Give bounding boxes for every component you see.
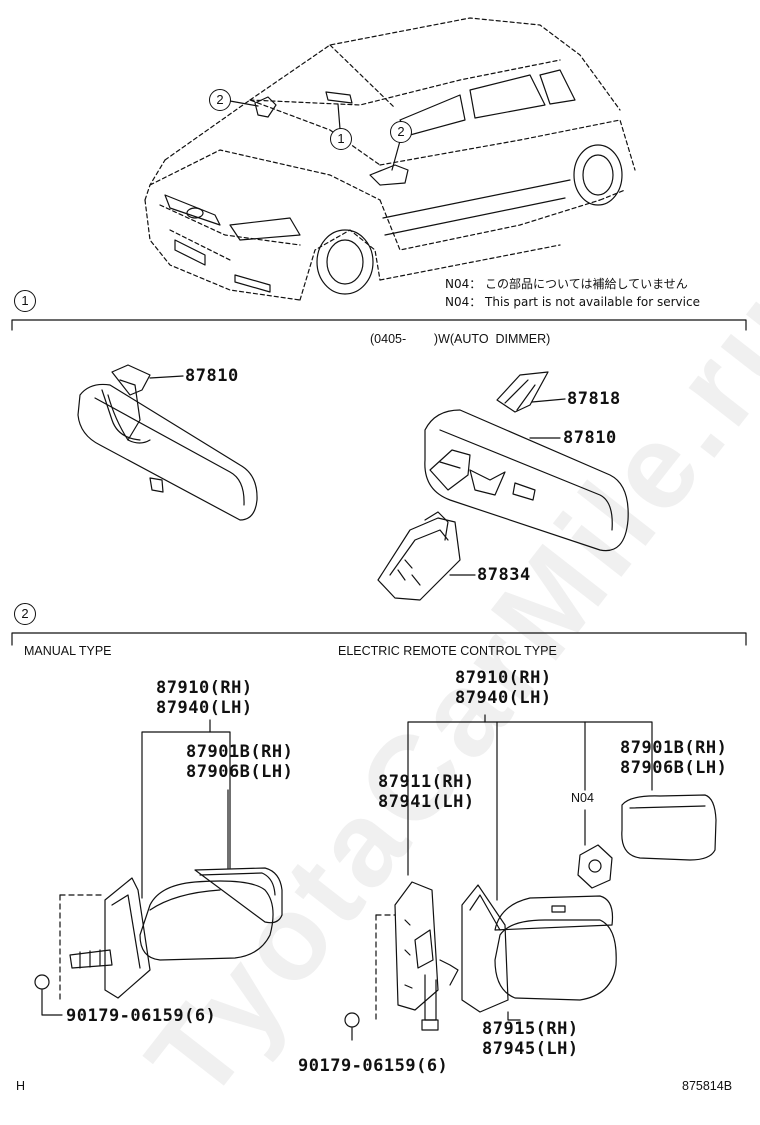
electric-assy-rh: 87910(RH) (455, 668, 552, 688)
electric-door-mirror (344, 714, 717, 1041)
section-1-condition: (0405- )W(AUTO DIMMER) (370, 332, 551, 346)
electric-base-rh: 87911(RH) (378, 772, 475, 792)
car-callout-1: 1 (330, 128, 352, 150)
inner-mirror-right (377, 371, 629, 601)
part-87818: 87818 (567, 389, 621, 409)
manual-assy-lh: 87940(LH) (156, 698, 253, 718)
manual-clip: 90179-06159(6) (66, 1006, 217, 1026)
electric-type-heading: ELECTRIC REMOTE CONTROL TYPE (338, 644, 557, 658)
manual-type-heading: MANUAL TYPE (24, 644, 112, 658)
manual-door-mirror (34, 719, 283, 1016)
part-87810-left: 87810 (185, 366, 239, 386)
part-87810-right: 87810 (563, 428, 617, 448)
electric-motor-note: N04 (571, 791, 594, 805)
inner-mirror-left (77, 364, 258, 521)
note-english: N04： This part is not available for serv… (445, 295, 700, 309)
electric-cover-rh: 87915(RH) (482, 1019, 579, 1039)
section-frames (11, 319, 747, 646)
manual-glass-rh: 87901B(RH) (186, 742, 294, 762)
section-1-marker: 1 (14, 290, 36, 312)
section-2-marker: 2 (14, 603, 36, 625)
note-japanese: N04： この部品については補給していません (445, 277, 688, 291)
illustration-number: 875814B (682, 1079, 733, 1093)
electric-cover-lh: 87945(LH) (482, 1039, 579, 1059)
car-callout-2-front: 2 (209, 89, 231, 111)
electric-glass-rh: 87901B(RH) (620, 738, 728, 758)
manual-glass-lh: 87906B(LH) (186, 762, 294, 782)
electric-assy-lh: 87940(LH) (455, 688, 552, 708)
electric-base-lh: 87941(LH) (378, 792, 475, 812)
manual-assy-rh: 87910(RH) (156, 678, 253, 698)
electric-clip: 90179-06159(6) (298, 1056, 449, 1076)
car-leaders (229, 100, 401, 171)
car-illustration (144, 17, 636, 301)
part-87834: 87834 (477, 565, 531, 585)
footer-left-code: H (16, 1079, 26, 1093)
car-callout-2-side: 2 (390, 121, 412, 143)
car-solid-lines (164, 69, 623, 295)
electric-glass-lh: 87906B(LH) (620, 758, 728, 778)
